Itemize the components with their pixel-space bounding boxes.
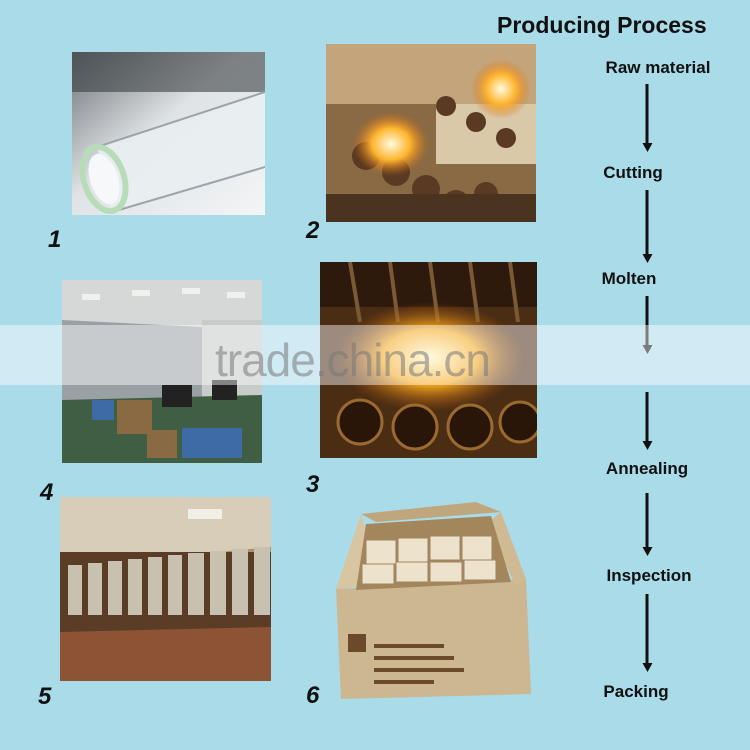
arrow-down-icon bbox=[645, 84, 649, 144]
photo-number: 4 bbox=[40, 479, 54, 506]
step-cutting: Cutting bbox=[603, 163, 663, 182]
photo-molten-line bbox=[320, 262, 537, 458]
arrow-down-icon bbox=[645, 190, 649, 255]
photo-number: 2 bbox=[306, 217, 320, 244]
photo-number: 1 bbox=[48, 226, 62, 253]
step-packing: Packing bbox=[603, 682, 669, 701]
photo-number: 6 bbox=[306, 682, 320, 709]
photo-cutting-machine bbox=[326, 44, 536, 222]
step-raw-material: Raw material bbox=[605, 58, 711, 77]
photo-number: 5 bbox=[38, 683, 52, 710]
arrow-down-icon bbox=[645, 296, 649, 346]
watermark-band bbox=[0, 325, 750, 385]
photo-glass-tube bbox=[72, 52, 265, 215]
photo-number: 3 bbox=[306, 471, 320, 498]
arrow-down-icon bbox=[645, 392, 649, 442]
step-annealing: Annealing bbox=[605, 459, 689, 478]
page-title: Producing Process bbox=[497, 12, 707, 38]
arrow-down-icon bbox=[645, 493, 649, 548]
photo-workshop bbox=[62, 280, 262, 463]
arrow-down-icon bbox=[645, 594, 649, 664]
photo-packing-carton bbox=[326, 494, 540, 700]
watermark: trade.china.cn bbox=[215, 334, 491, 386]
step-inspection: Inspection bbox=[606, 566, 692, 585]
step-molten: Molten bbox=[601, 269, 657, 288]
photo-showroom bbox=[60, 497, 271, 681]
